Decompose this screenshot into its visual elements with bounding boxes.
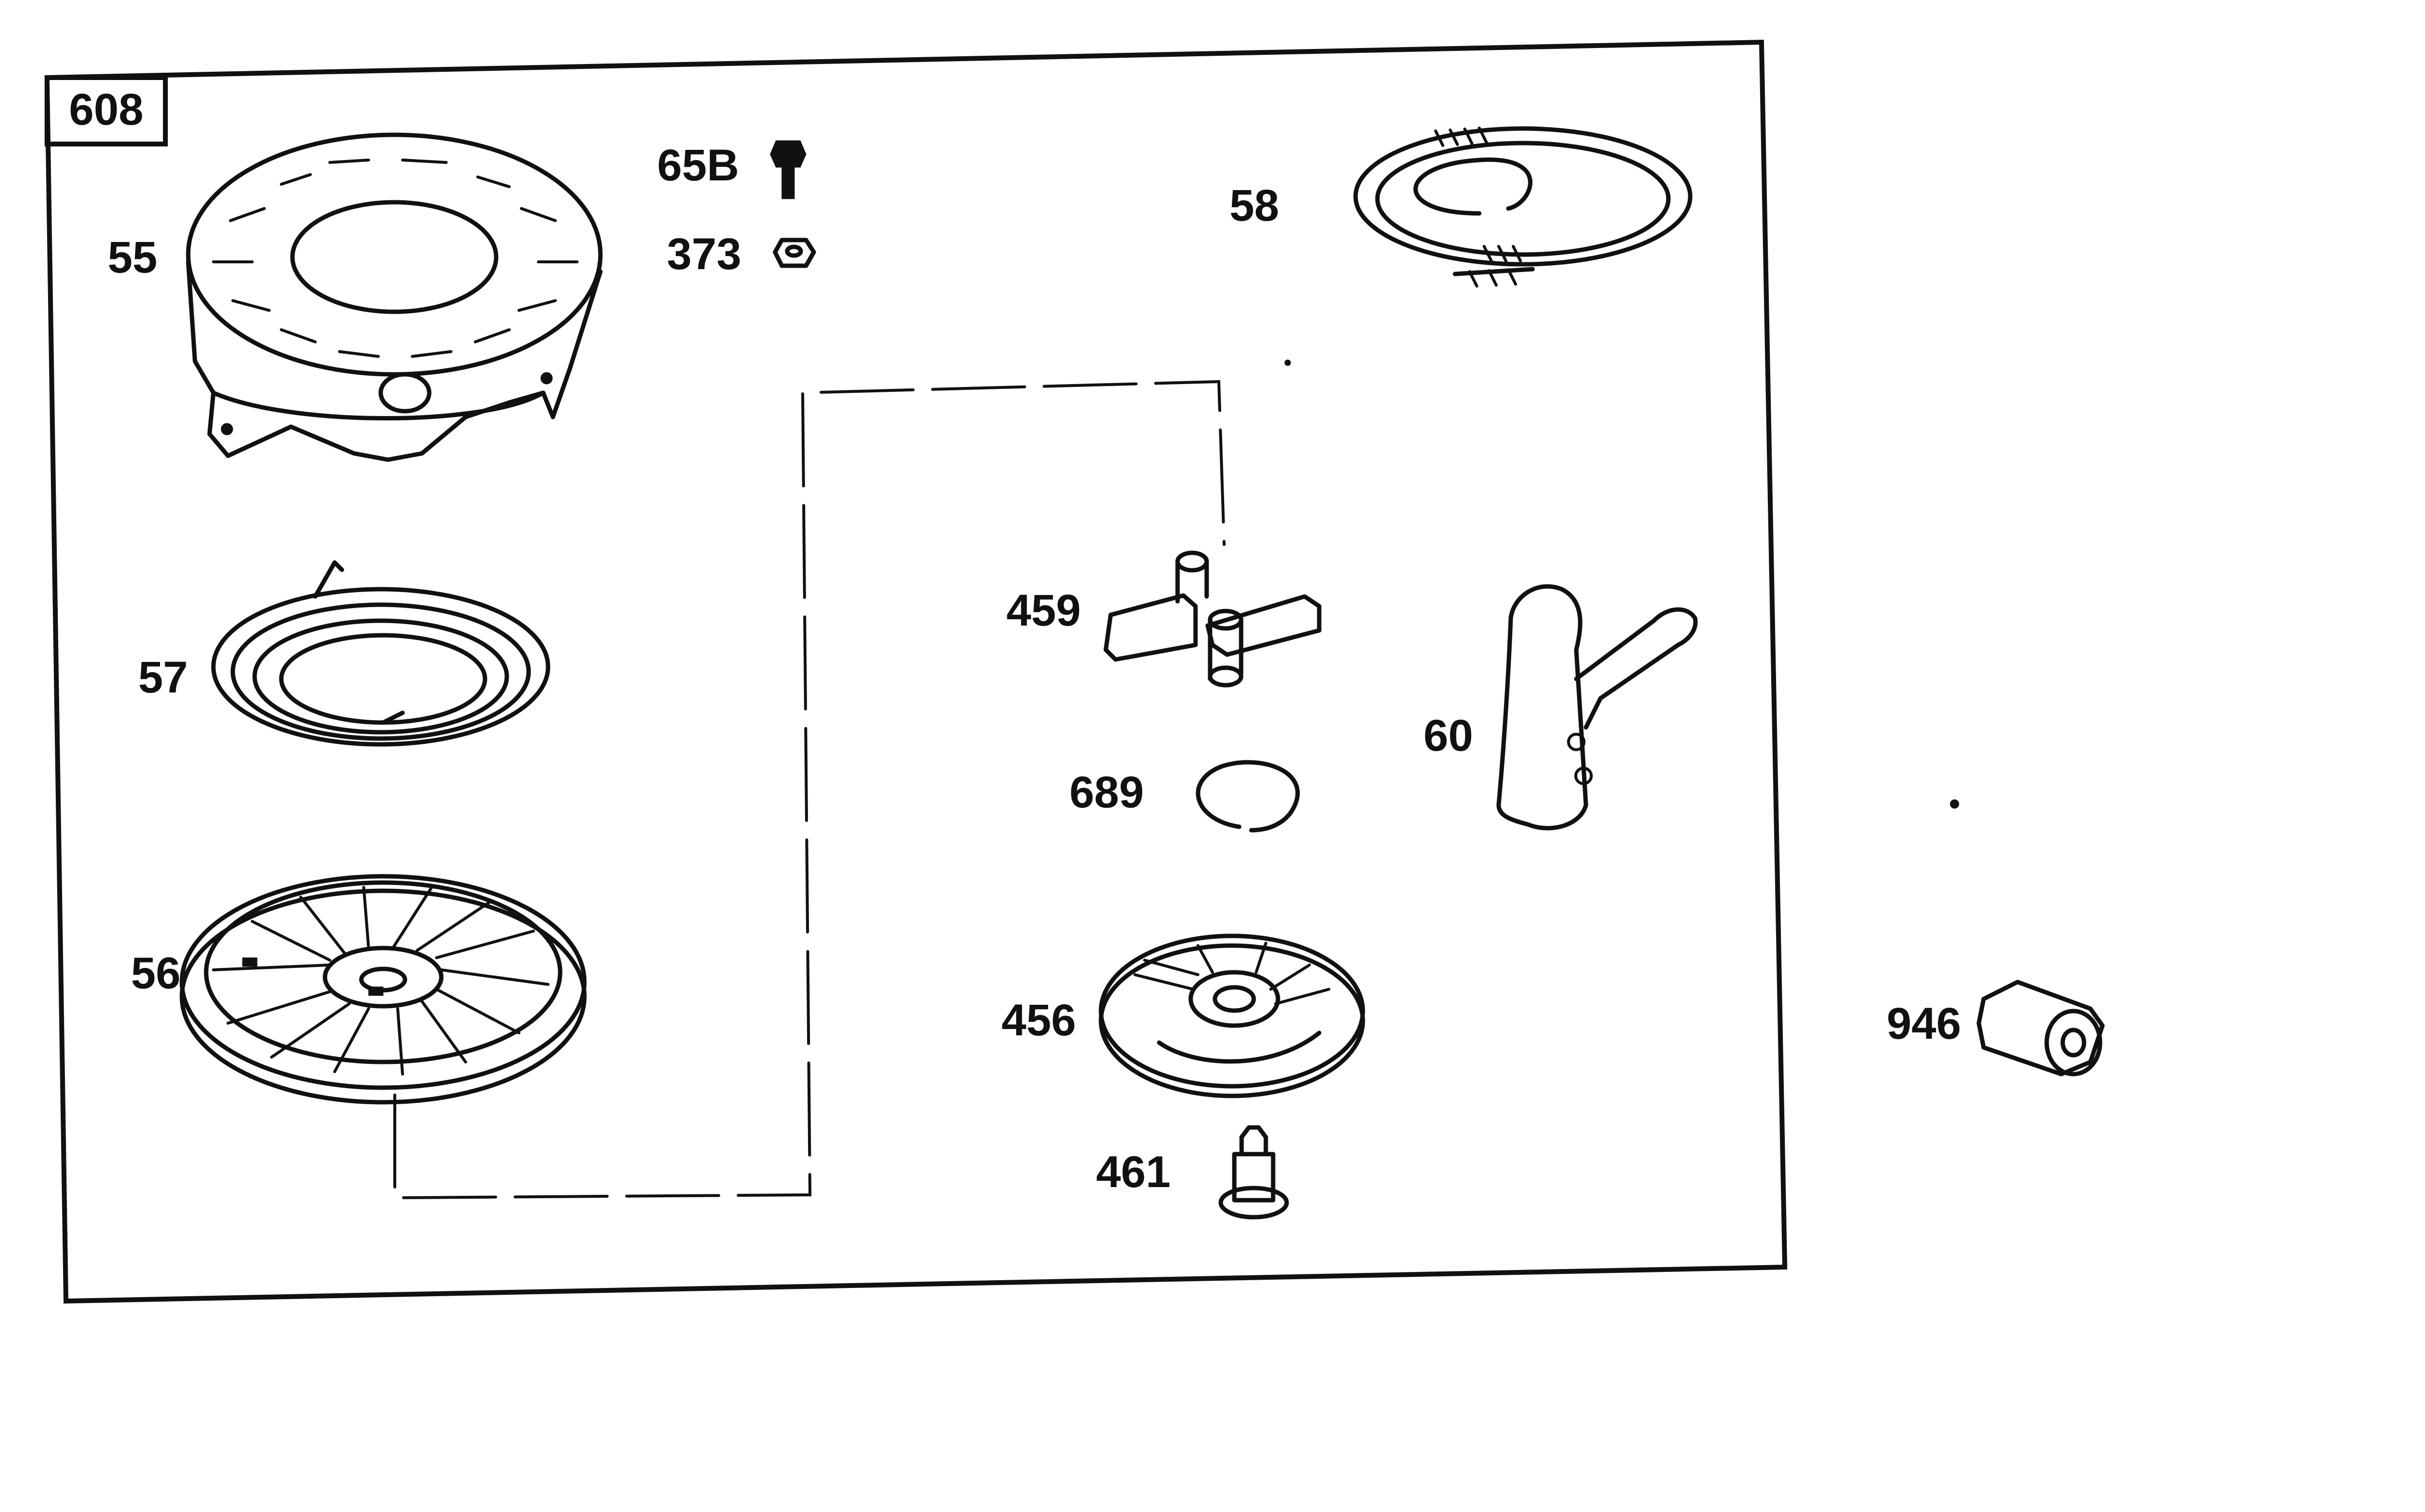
insert-icon[interactable] [1976,980,2105,1077]
rewind-spring-icon[interactable] [211,560,550,747]
part-label-60: 60 [1423,711,1473,760]
pawl-icon[interactable] [1103,550,1322,688]
assembly-number: 608 [69,85,144,134]
part-label-56: 56 [131,949,180,998]
assembly-connector-line [393,380,1226,1200]
part-label-55: 55 [108,233,157,282]
retainer-ring-icon[interactable] [1196,760,1300,833]
part-label-373: 373 [667,229,742,279]
part-label-459: 459 [1006,586,1081,635]
pawl-plate-icon[interactable] [1099,933,1365,1098]
part-label-58: 58 [1229,181,1279,230]
part-label-65b: 65B [657,141,739,190]
part-label-57: 57 [138,653,188,702]
assembly-number-box: 608 [45,75,168,146]
screw-icon[interactable] [770,140,807,199]
blower-housing-icon[interactable] [186,132,603,462]
nut-icon[interactable] [773,238,816,268]
center-screw-icon[interactable] [1218,1125,1289,1220]
starter-handle-icon[interactable] [1496,584,1698,831]
starter-rope-icon[interactable] [1353,126,1693,288]
assembly-frame [44,39,1788,1304]
part-label-461: 461 [1096,1147,1171,1197]
part-label-689: 689 [1069,768,1144,817]
part-label-946: 946 [1887,999,1961,1048]
part-label-456: 456 [1002,996,1076,1045]
pulley-icon[interactable] [179,874,587,1105]
